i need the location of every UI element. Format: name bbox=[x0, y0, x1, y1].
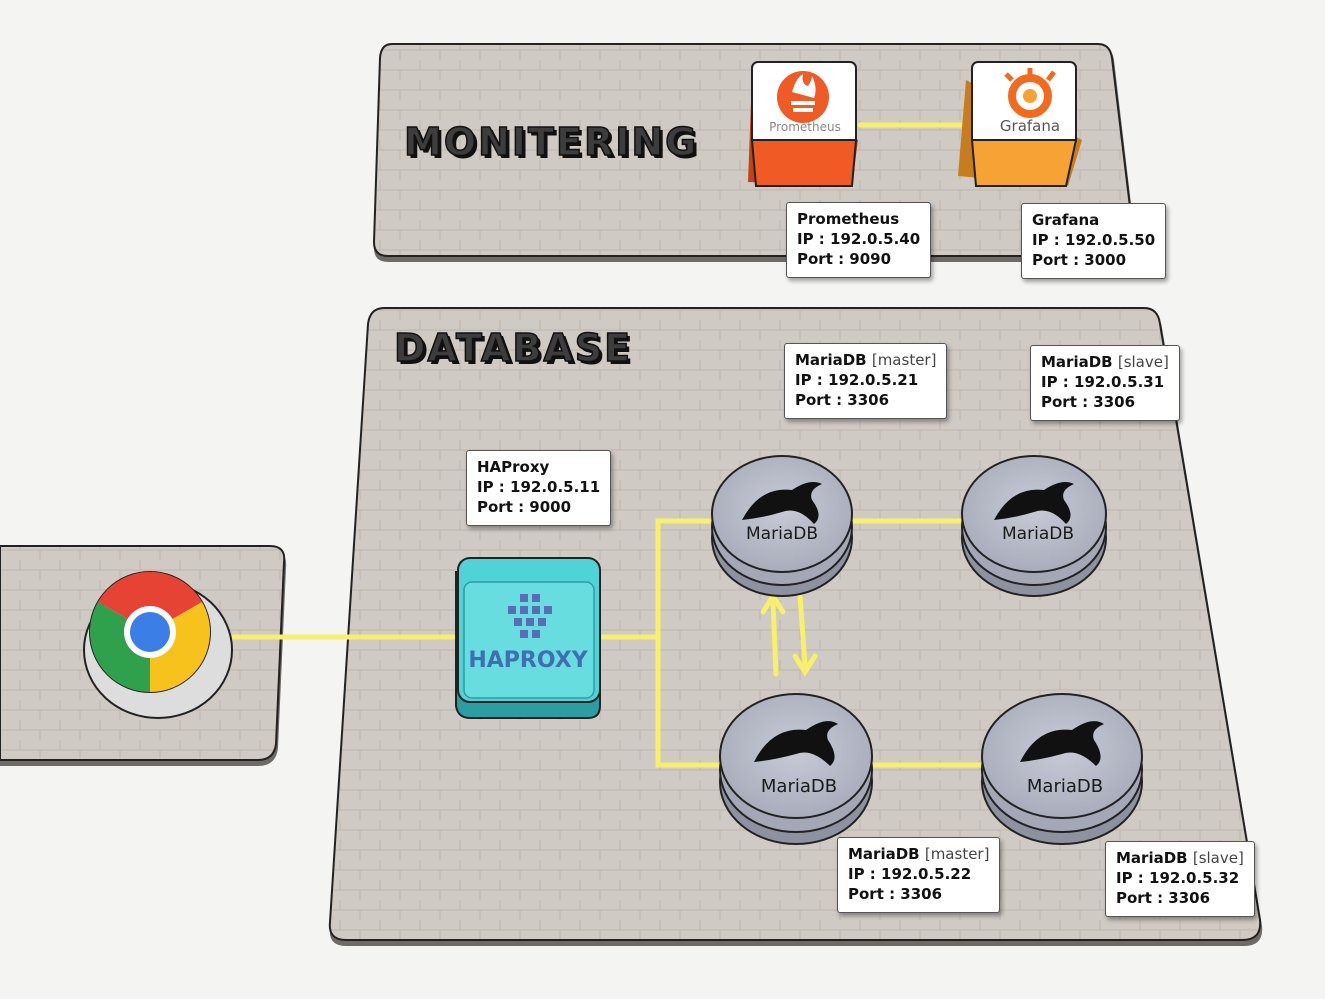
grafana-ip: IP : 192.0.5.50 bbox=[1032, 231, 1156, 249]
mariadb-seal-icon bbox=[754, 721, 838, 766]
mariadb-master1-role: [master] bbox=[871, 351, 937, 369]
mariadb-slave1-role: [slave] bbox=[1117, 353, 1169, 371]
connection-lines bbox=[215, 122, 991, 768]
mariadb-master1-node bbox=[711, 455, 853, 597]
mariadb-master2-role: [master] bbox=[924, 845, 990, 863]
mariadb-master1-info-box: MariaDB [master] IP : 192.0.5.21 Port : … bbox=[784, 343, 948, 419]
mariadb-master1-ip: IP : 192.0.5.21 bbox=[795, 371, 919, 389]
mariadb-master2-ip: IP : 192.0.5.22 bbox=[848, 865, 972, 883]
mariadb-master2-info-box: MariaDB [master] IP : 192.0.5.22 Port : … bbox=[837, 837, 1001, 913]
grafana-port: Port : 3000 bbox=[1032, 251, 1127, 269]
mariadb-master1-port: Port : 3306 bbox=[795, 391, 890, 409]
haproxy-node bbox=[455, 557, 601, 719]
prometheus-node bbox=[748, 61, 858, 187]
grafana-node bbox=[958, 61, 1082, 187]
mariadb-slave2-info-box: MariaDB [slave] IP : 192.0.5.32 Port : 3… bbox=[1105, 841, 1255, 917]
prometheus-ip: IP : 192.0.5.40 bbox=[797, 230, 921, 248]
mariadb-slave2-ip: IP : 192.0.5.32 bbox=[1116, 869, 1240, 887]
prometheus-name: Prometheus bbox=[797, 210, 900, 228]
chrome-logo-icon bbox=[89, 571, 211, 693]
mariadb-seal-icon bbox=[994, 482, 1074, 524]
chrome-browser-node bbox=[83, 571, 233, 719]
mariadb-seal-icon bbox=[742, 482, 822, 524]
prometheus-info-box: Prometheus IP : 192.0.5.40 Port : 9090 bbox=[786, 202, 932, 278]
monitoring-title: MONITERING bbox=[403, 119, 699, 165]
mariadb-master2-port: Port : 3306 bbox=[848, 885, 943, 903]
grafana-info-box: Grafana IP : 192.0.5.50 Port : 3000 bbox=[1021, 203, 1167, 279]
haproxy-info-box: HAProxy IP : 192.0.5.11 Port : 9000 bbox=[466, 450, 612, 526]
grafana-name: Grafana bbox=[1032, 211, 1100, 229]
mariadb-seal-icon bbox=[1020, 721, 1104, 766]
mariadb-master2-node bbox=[719, 693, 873, 845]
mariadb-slave1-ip: IP : 192.0.5.31 bbox=[1041, 373, 1165, 391]
mariadb-slave2-name: MariaDB bbox=[1116, 849, 1188, 867]
mariadb-master1-name: MariaDB bbox=[795, 351, 867, 369]
haproxy-db-link bbox=[655, 518, 727, 768]
mariadb-slave1-logo-label: MariaDB bbox=[1002, 524, 1074, 544]
haproxy-icon-label: HAPROXY bbox=[468, 648, 588, 673]
haproxy-port: Port : 9000 bbox=[477, 498, 572, 516]
prometheus-icon-label: Prometheus bbox=[769, 120, 841, 134]
grafana-icon-label: Grafana bbox=[999, 117, 1061, 135]
haproxy-ip: IP : 192.0.5.11 bbox=[477, 478, 601, 496]
haproxy-name: HAProxy bbox=[477, 458, 550, 476]
mariadb-slave2-role: [slave] bbox=[1192, 849, 1244, 867]
grafana-logo-icon bbox=[1004, 68, 1056, 118]
mariadb-master2-name: MariaDB bbox=[848, 845, 920, 863]
prometheus-logo-icon bbox=[777, 71, 829, 123]
prometheus-port: Port : 9090 bbox=[797, 250, 892, 268]
haproxy-logo-icon bbox=[508, 594, 552, 638]
mariadb-slave2-node bbox=[981, 693, 1143, 845]
mariadb-slave1-port: Port : 3306 bbox=[1041, 393, 1136, 411]
mariadb-slave2-logo-label: MariaDB bbox=[1026, 776, 1104, 797]
mariadb-master2-logo-label: MariaDB bbox=[760, 776, 838, 797]
database-title: DATABASE bbox=[393, 325, 633, 371]
mariadb-slave1-info-box: MariaDB [slave] IP : 192.0.5.31 Port : 3… bbox=[1030, 345, 1180, 421]
mariadb-master1-logo-label: MariaDB bbox=[746, 524, 818, 544]
mariadb-slave2-port: Port : 3306 bbox=[1116, 889, 1211, 907]
mariadb-slave1-node bbox=[961, 455, 1107, 597]
mariadb-slave1-name: MariaDB bbox=[1041, 353, 1113, 371]
